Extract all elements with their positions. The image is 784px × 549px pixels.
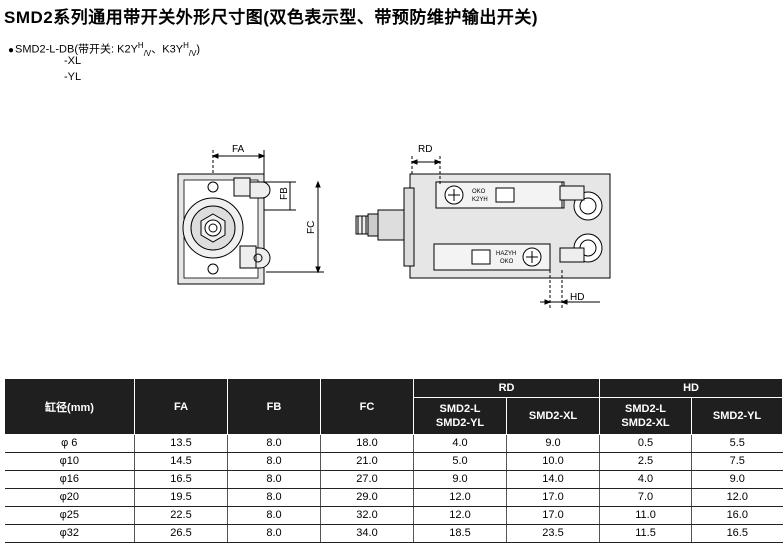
model-block: ●SMD2-L-DB(带开关: K2YH/V、K3YH/V) -XL -YL: [8, 38, 200, 83]
cell-rd-xl: 17.0: [505, 506, 600, 525]
cell-rd-l: 5.0: [413, 452, 507, 471]
cell-fc: 32.0: [320, 506, 414, 525]
cell-fb: 8.0: [227, 488, 321, 507]
cell-bore: φ16: [4, 470, 135, 489]
cell-bore: φ 6: [4, 434, 135, 453]
header-rd: RD: [412, 378, 601, 398]
cell-rd-l: 12.0: [413, 488, 507, 507]
cell-hd-l: 4.0: [599, 470, 692, 489]
cell-fb: 8.0: [227, 506, 321, 525]
bullet-icon: ●: [8, 44, 15, 56]
cell-hd-yl: 16.0: [691, 506, 783, 525]
fc-label: FC: [306, 221, 317, 234]
cell-hd-yl: 16.5: [691, 524, 783, 543]
front-view: [177, 173, 271, 285]
header-rd-xl: SMD2-XL: [505, 397, 601, 435]
model-line: ●SMD2-L-DB(带开关: K2YH/V、K3YH/V): [8, 38, 200, 61]
cell-fc: 21.0: [320, 452, 414, 471]
switch-sup: H: [183, 41, 189, 50]
cell-hd-l: 2.5: [599, 452, 692, 471]
switch-top-text-1: OKO: [472, 189, 486, 195]
header-fb: FB: [227, 378, 321, 435]
table-row: φ16 16.5 8.0 27.0 9.0 14.0 4.0 9.0: [4, 470, 783, 489]
cell-rd-l: 12.0: [413, 506, 507, 525]
fa-label: FA: [232, 144, 245, 155]
cell-fc: 27.0: [320, 470, 414, 489]
page-title: SMD2系列通用带开关外形尺寸图(双色表示型、带预防维护输出开关): [4, 8, 539, 27]
header-fa: FA: [134, 378, 228, 435]
header-hd: HD: [599, 378, 784, 398]
cell-hd-yl: 12.0: [691, 488, 783, 507]
cell-fb: 8.0: [227, 524, 321, 543]
cell-rd-xl: 17.0: [505, 488, 600, 507]
cell-hd-yl: 9.0: [691, 470, 783, 489]
dimension-drawing: FA FB FC RD HD OKO K2YH HAZYH OKO: [177, 144, 611, 308]
hd-label: HD: [570, 292, 584, 303]
cell-fb: 8.0: [227, 434, 321, 453]
cell-hd-yl: 7.5: [691, 452, 783, 471]
rd-label: RD: [418, 144, 432, 155]
table-row: φ10 14.5 8.0 21.0 5.0 10.0 2.5 7.5: [4, 452, 783, 471]
cell-fa: 19.5: [134, 488, 228, 507]
cell-fa: 16.5: [134, 470, 228, 489]
cell-bore: φ25: [4, 506, 135, 525]
fb-label: FB: [279, 187, 290, 200]
table-row: φ 6 13.5 8.0 18.0 4.0 9.0 0.5 5.5: [4, 434, 783, 453]
cell-bore: φ20: [4, 488, 135, 507]
cell-rd-xl: 14.0: [505, 470, 600, 489]
cell-rd-xl: 10.0: [505, 452, 600, 471]
switch-note-mid: 、K3Y: [151, 43, 184, 56]
cell-fb: 8.0: [227, 452, 321, 471]
cell-fa: 13.5: [134, 434, 228, 453]
switch-sup: H: [137, 41, 144, 50]
cell-bore: φ10: [4, 452, 135, 471]
cell-fb: 8.0: [227, 470, 321, 489]
switch-sub: /V: [188, 48, 197, 58]
cell-rd-l: 18.5: [413, 524, 507, 543]
switch-bot-text-1: HAZYH: [496, 251, 516, 257]
table-row: φ25 22.5 8.0 32.0 12.0 17.0 11.0 16.0: [4, 506, 783, 525]
cell-fa: 26.5: [134, 524, 228, 543]
cell-hd-l: 11.5: [599, 524, 692, 543]
switch-note: (带开关: K2Y: [74, 43, 138, 56]
variant-xl: -XL: [64, 55, 82, 67]
cell-fc: 34.0: [320, 524, 414, 543]
header-fc: FC: [320, 378, 414, 435]
cell-bore: φ32: [4, 524, 135, 543]
cell-fc: 29.0: [320, 488, 414, 507]
cell-rd-l: 9.0: [413, 470, 507, 489]
header-hd-yl: SMD2-YL: [691, 397, 784, 435]
cell-hd-l: 0.5: [599, 434, 692, 453]
cell-hd-yl: 5.5: [691, 434, 783, 453]
cell-fa: 14.5: [134, 452, 228, 471]
switch-bot-text-2: OKO: [500, 259, 514, 265]
header-bore: 缸径(mm): [4, 378, 135, 435]
cell-fa: 22.5: [134, 506, 228, 525]
switch-note-end: ): [196, 43, 201, 56]
cell-rd-xl: 9.0: [505, 434, 600, 453]
cell-hd-l: 11.0: [599, 506, 692, 525]
table-row: φ20 19.5 8.0 29.0 12.0 17.0 7.0 12.0: [4, 488, 783, 507]
cell-fc: 18.0: [320, 434, 414, 453]
switch-sub: /V: [143, 48, 152, 58]
side-view: [355, 173, 611, 279]
cell-rd-l: 4.0: [413, 434, 507, 453]
cell-hd-l: 7.0: [599, 488, 692, 507]
model-name: SMD2-L-DB: [15, 43, 75, 56]
cell-rd-xl: 23.5: [505, 524, 600, 543]
table-row: φ32 26.5 8.0 34.0 18.5 23.5 11.5 16.5: [4, 524, 783, 543]
variant-yl: -YL: [64, 71, 82, 83]
switch-top-text-2: K2YH: [472, 197, 488, 203]
